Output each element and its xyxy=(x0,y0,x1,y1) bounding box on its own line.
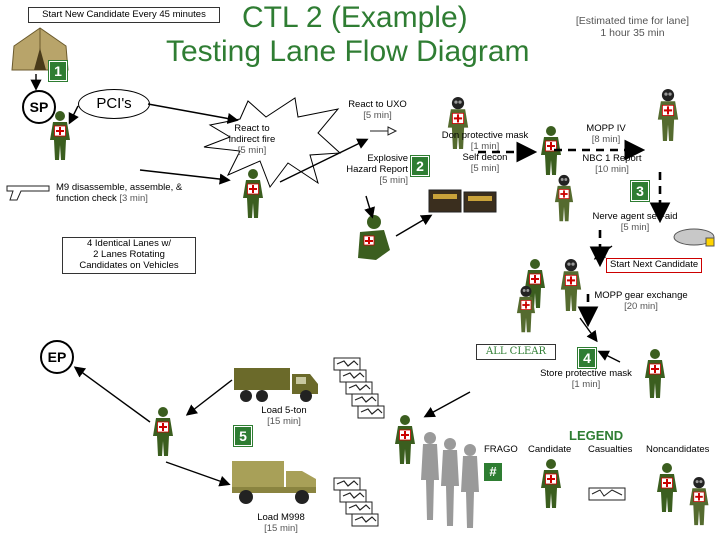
lanes-note-line-1: 4 Identical Lanes w/ xyxy=(87,238,171,249)
casualty-icon xyxy=(358,215,390,260)
all-clear-box: ALL CLEAR xyxy=(476,344,556,360)
react-fire-line-1: React to xyxy=(234,123,270,134)
load-5ton-task: Load 5-ton [15 min] xyxy=(252,405,316,428)
react-uxo-line: React to UXO xyxy=(348,99,407,110)
lanes-note-line-2: 2 Lanes Rotating xyxy=(93,248,165,260)
estimate-line-1: [Estimated time for lane] xyxy=(575,15,690,27)
lanes-note: 4 Identical Lanes w/ 2 Lanes Rotating Ca… xyxy=(62,237,196,274)
nbc1-time: [10 min] xyxy=(595,163,629,175)
humvee-icon xyxy=(232,461,316,504)
nerve-agent-line: Nerve agent self-aid xyxy=(592,211,678,222)
legend-candidate: Candidate xyxy=(528,444,572,455)
m9-line-2: function check xyxy=(56,192,117,204)
nerve-agent-task: Nerve agent self-aid [5 min] xyxy=(580,211,690,234)
tent-icon xyxy=(11,27,69,71)
load-m998-line: Load M998 xyxy=(257,512,305,523)
frago-document-icon: # xyxy=(484,463,502,481)
step-badge-2: 2 xyxy=(411,156,429,176)
mopp-exchange-line: MOPP gear exchange xyxy=(594,290,688,301)
start-point: SP xyxy=(22,90,56,124)
explosive-line-1: Explosive xyxy=(367,153,408,164)
m9-line-1: M9 disassemble, assemble, & xyxy=(56,182,183,193)
nerve-agent-time: [5 min] xyxy=(620,221,650,233)
nbc1-task: NBC 1 Report [10 min] xyxy=(572,153,652,176)
legend-frago: FRAGO xyxy=(484,444,518,455)
uxo-icon xyxy=(370,126,398,136)
estimate-label: [Estimated time for lane] 1 hour 35 min xyxy=(555,15,710,39)
step-badge-1: 1 xyxy=(49,61,67,81)
legend-casualties: Casualties xyxy=(588,444,633,455)
start-banner: Start New Candidate Every 45 minutes xyxy=(28,7,220,23)
load-5ton-line: Load 5-ton xyxy=(261,405,307,416)
truck-icon xyxy=(234,368,318,402)
pci-label: PCI's xyxy=(78,89,150,119)
decon-kit-icon xyxy=(428,189,497,213)
store-mask-task: Store protective mask [1 min] xyxy=(532,368,640,391)
pistol-icon xyxy=(6,185,50,201)
title-line-2: Testing Lane Flow Diagram xyxy=(166,35,530,68)
don-mask-time: [1 min] xyxy=(470,140,500,152)
store-mask-line: Store protective mask xyxy=(540,368,632,379)
mopp4-time: [8 min] xyxy=(591,133,621,145)
mopp-exchange-time: [20 min] xyxy=(624,300,658,312)
step-badge-5: 5 xyxy=(234,426,252,446)
m9-task: M9 disassemble, assemble, & function che… xyxy=(56,182,196,205)
explosive-time: [5 min] xyxy=(379,174,408,186)
load-m998-time: [15 min] xyxy=(264,522,298,534)
noncandidate-group-icon xyxy=(421,432,479,528)
self-decon-time: [5 min] xyxy=(470,162,500,174)
react-uxo-task: React to UXO [5 min] xyxy=(330,99,425,122)
legend-casualty-icon xyxy=(588,487,626,501)
end-point: EP xyxy=(40,340,74,374)
lanes-note-line-3: Candidates on Vehicles xyxy=(79,259,179,271)
mopp4-line: MOPP IV xyxy=(586,123,626,134)
react-fire-line-2: indirect fire xyxy=(228,133,276,145)
don-mask-line: Don protective mask xyxy=(441,130,529,141)
m9-time: [3 min] xyxy=(119,192,148,204)
mask-carrier-icon xyxy=(673,228,715,247)
explosive-line-2: Hazard Report xyxy=(346,163,408,175)
step-badge-4: 4 xyxy=(578,348,596,368)
nbc1-line: NBC 1 Report xyxy=(582,153,642,164)
step-badge-3: 3 xyxy=(631,181,649,201)
react-fire-time: [5 min] xyxy=(237,144,267,156)
legend-title: LEGEND xyxy=(569,428,624,443)
mopp-exchange-task: MOPP gear exchange [20 min] xyxy=(576,290,706,313)
legend-noncandidates: Noncandidates xyxy=(646,444,710,455)
estimate-line-2: 1 hour 35 min xyxy=(600,27,665,40)
react-fire-task: React to indirect fire [5 min] xyxy=(214,123,290,157)
title-line-1: CTL 2 (Example) xyxy=(242,1,468,34)
self-decon-line: Self decon xyxy=(462,151,508,163)
react-uxo-time: [5 min] xyxy=(363,109,392,121)
load-m998-task: Load M998 [15 min] xyxy=(246,512,316,535)
mopp4-task: MOPP IV [8 min] xyxy=(568,123,644,146)
explosive-task: Explosive Hazard Report [5 min] xyxy=(338,153,408,187)
load-5ton-time: [15 min] xyxy=(267,415,301,427)
store-mask-time: [1 min] xyxy=(571,378,601,390)
don-mask-task: Don protective mask [1 min] Self decon [… xyxy=(425,130,545,175)
